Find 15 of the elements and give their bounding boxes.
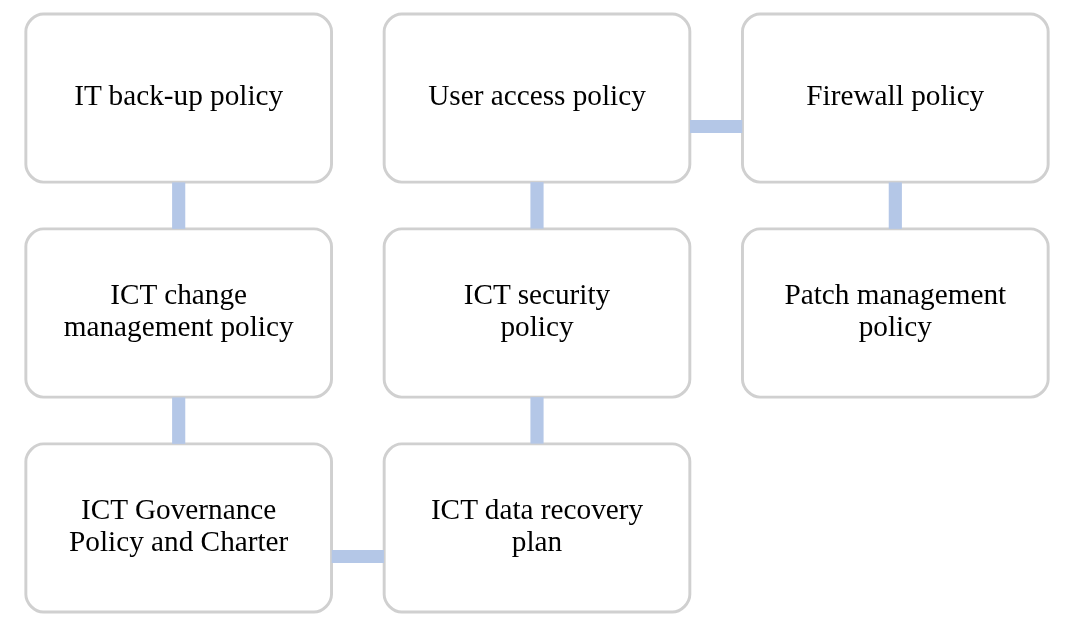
node-box: ICT Governance Policy and Charter [24,442,333,614]
node-box: Patch management policy [741,227,1050,399]
connector [172,182,186,229]
node-box: ICT data recovery plan [382,442,692,614]
connector [172,397,186,444]
node-box: ICT security policy [382,227,692,399]
node-box: IT back-up policy [24,12,333,184]
connector [530,182,544,229]
connector [690,119,743,134]
connector [888,182,902,229]
node-box: Firewall policy [741,12,1050,184]
connector [331,549,384,564]
node-box: User access policy [382,12,692,184]
connector [530,397,544,444]
node-box: ICT change management policy [24,227,333,399]
